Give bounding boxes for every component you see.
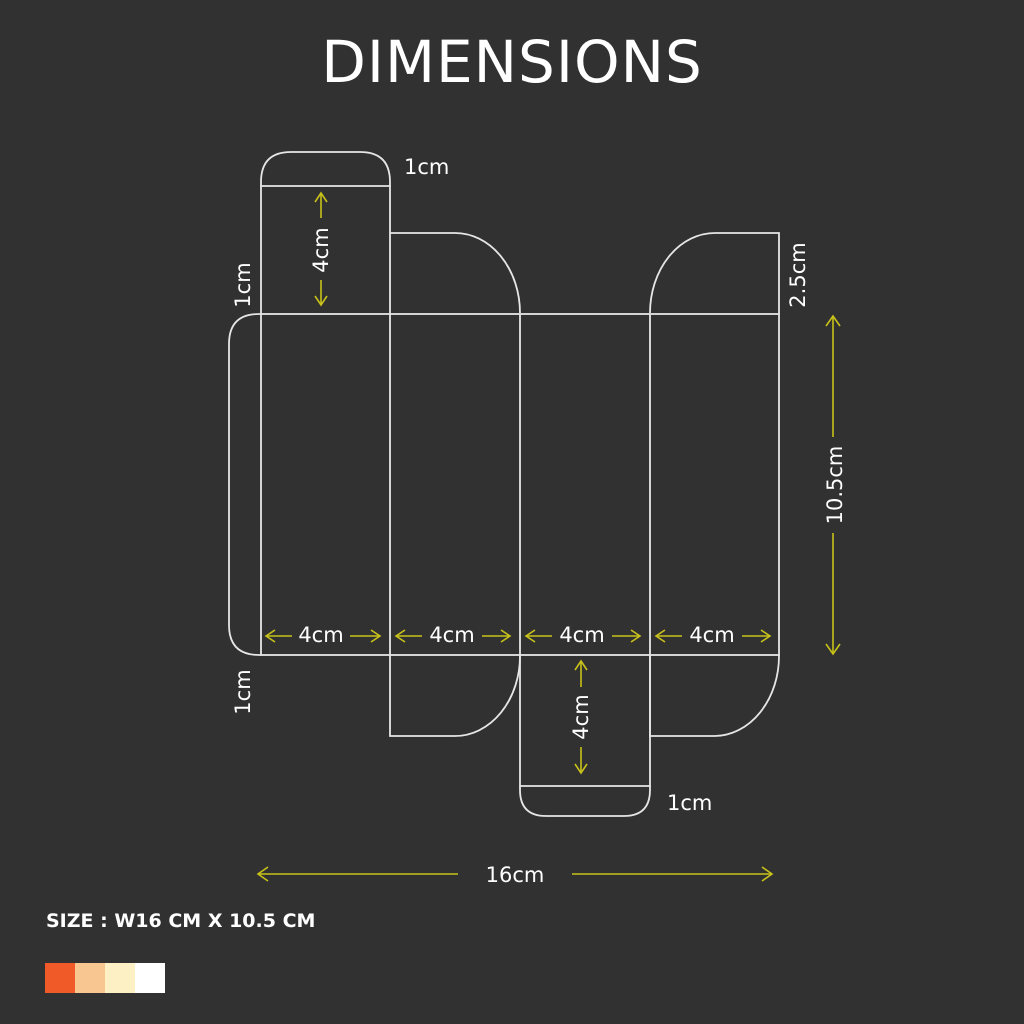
total-width-label: 16cm [486, 863, 545, 887]
left-glue-flap-label: 1cm [231, 262, 255, 307]
swatch-white [135, 963, 165, 993]
panel-width-label-2: 4cm [429, 623, 474, 647]
panel-width-label-1: 4cm [298, 623, 343, 647]
panel-height-label: 10.5cm [823, 446, 847, 525]
bottom-flap-height-label: 1cm [667, 791, 712, 815]
panel-width-label-4: 4cm [689, 623, 734, 647]
size-spec: SIZE : W16 CM X 10.5 CM [46, 910, 316, 932]
color-swatches [45, 963, 165, 993]
panel-width-label-3: 4cm [559, 623, 604, 647]
swatch-orange [45, 963, 75, 993]
swatch-peach [75, 963, 105, 993]
top-flap-height-label: 1cm [404, 155, 449, 179]
swatch-cream [105, 963, 135, 993]
dimension-arrows [256, 191, 841, 882]
bottom-tuck-height-label: 4cm [569, 694, 593, 739]
top-tuck-height-label: 4cm [309, 227, 333, 272]
side-flap-height-label: 2.5cm [786, 242, 810, 307]
dieline-outline [228, 151, 780, 817]
bottom-left-gap-label: 1cm [231, 669, 255, 714]
page-title: DIMENSIONS [321, 28, 703, 96]
